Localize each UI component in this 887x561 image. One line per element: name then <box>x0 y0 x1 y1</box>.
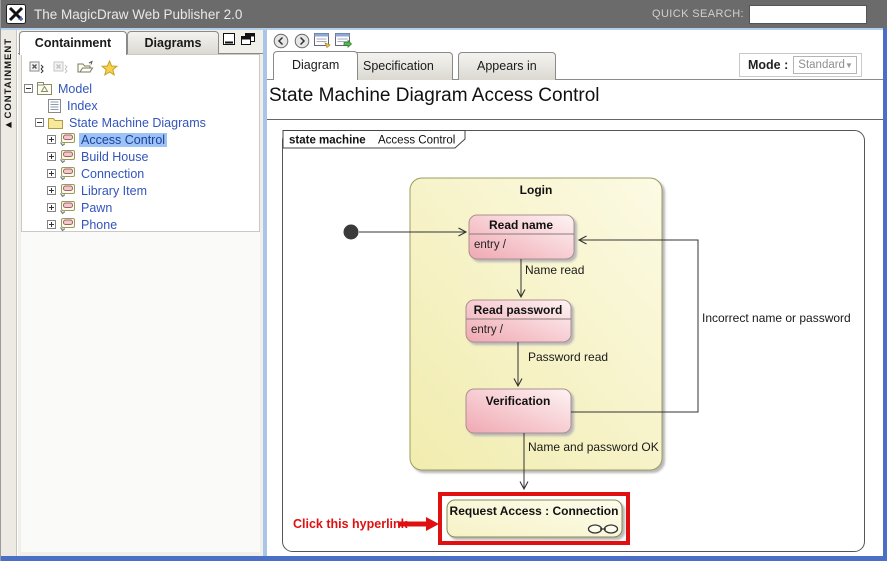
state-read-name: Read name entry / <box>468 214 575 260</box>
main-content: Diagram Specification Appears in Mode : … <box>267 30 884 556</box>
submachine-icon <box>587 524 619 534</box>
diagram-canvas: state machine Access Control Login Read … <box>281 124 873 561</box>
frame-name-pentagon <box>282 130 466 149</box>
tab-appears-in[interactable]: Appears in <box>458 52 556 80</box>
back-button[interactable] <box>272 32 289 49</box>
window-frame-bottom <box>1 556 887 561</box>
svg-text:Request Access : Connection: Request Access : Connection <box>450 504 619 518</box>
collapse-selected-button[interactable] <box>52 59 70 77</box>
tree-toolbar <box>22 55 259 79</box>
state-machine-diagram-icon <box>60 200 75 215</box>
collapse-toggle-icon[interactable] <box>24 84 33 93</box>
mode-dropdown[interactable]: Standard ▼ <box>793 56 858 74</box>
initial-state <box>343 224 359 240</box>
main-tab-row: Diagram Specification Appears in Mode : … <box>267 49 884 80</box>
chevron-down-icon: ▼ <box>844 60 853 70</box>
state-request-access-hyperlink[interactable]: Request Access : Connection <box>446 499 623 538</box>
tree-item-index[interactable]: Index <box>22 97 259 114</box>
package-icon <box>37 82 52 95</box>
transition-label-incorrect: Incorrect name or password <box>702 311 851 325</box>
tree-item-pawn[interactable]: Pawn <box>22 199 259 216</box>
collapse-sidebar-icon[interactable]: ◀ <box>5 120 12 130</box>
red-highlight-box <box>438 492 630 545</box>
page-title: State Machine Diagram Access Control <box>269 85 600 106</box>
folder-icon <box>48 117 63 129</box>
tree-item-state-machine-diagrams[interactable]: State Machine Diagrams <box>22 114 259 131</box>
svg-text:entry /: entry / <box>471 324 504 336</box>
state-machine-diagram-icon <box>60 132 75 147</box>
containment-tree: Model Index <box>22 79 259 233</box>
state-machine-diagram-icon <box>60 183 75 198</box>
tree-item-build-house[interactable]: Build House <box>22 148 259 165</box>
float-panel-icon[interactable] <box>241 33 255 45</box>
minimize-panel-icon[interactable] <box>223 33 235 45</box>
expand-toggle-icon[interactable] <box>47 152 56 161</box>
quick-search-input[interactable] <box>749 4 867 24</box>
selected-tree-label: Access Control <box>79 132 168 147</box>
title-bar: The MagicDraw Web Publisher 2.0 QUICK SE… <box>1 0 887 28</box>
tab-containment[interactable]: Containment <box>19 31 127 55</box>
window-frame-right <box>883 28 887 561</box>
tree-item-access-control[interactable]: Access Control <box>22 131 259 148</box>
state-machine-diagram-icon <box>60 149 75 164</box>
transition-incorrect <box>571 235 699 413</box>
expand-toggle-icon[interactable] <box>47 220 56 229</box>
topbar-separator <box>1 28 887 30</box>
app-title: The MagicDraw Web Publisher 2.0 <box>34 6 243 22</box>
svg-text:Read name: Read name <box>489 218 553 232</box>
containment-vertical-label: CONTAINMENT <box>3 38 14 119</box>
collapse-all-button[interactable] <box>28 59 46 77</box>
sidebar: Containment Diagrams <box>18 30 263 556</box>
containment-tree-panel: Model Index <box>21 54 260 232</box>
tab-specification[interactable]: Specification <box>344 52 453 80</box>
panel-splitter[interactable] <box>263 30 267 556</box>
mode-control: Mode : Standard ▼ <box>739 53 862 77</box>
transition-label-password-read: Password read <box>528 350 608 364</box>
expand-toggle-icon[interactable] <box>47 203 56 212</box>
favorites-star-button[interactable] <box>100 59 118 77</box>
tab-diagrams[interactable]: Diagrams <box>127 31 219 54</box>
state-verification: Verification <box>465 388 572 434</box>
red-arrow-icon <box>398 517 439 531</box>
click-hyperlink-note: Click this hyperlink <box>293 517 408 531</box>
svg-text:Read password: Read password <box>474 303 563 317</box>
expand-toggle-icon[interactable] <box>47 169 56 178</box>
open-folder-button[interactable] <box>76 59 94 77</box>
collapse-toggle-icon[interactable] <box>35 118 44 127</box>
svg-text:Verification: Verification <box>486 394 551 408</box>
state-read-password: Read password entry / <box>465 299 572 343</box>
forward-button[interactable] <box>293 32 310 49</box>
magicdraw-logo-icon <box>6 4 26 24</box>
tree-item-phone[interactable]: Phone <box>22 216 259 233</box>
navigation-toolbar <box>272 32 352 49</box>
sidebar-empty-area <box>21 232 260 552</box>
open-in-new-window-icon[interactable] <box>335 32 352 49</box>
svg-text:entry /: entry / <box>474 239 507 251</box>
quick-search-label: QUICK SEARCH: <box>652 8 744 20</box>
mode-label: Mode : <box>748 58 789 72</box>
state-login-title: Login <box>520 183 553 197</box>
expand-toggle-icon[interactable] <box>47 186 56 195</box>
tree-item-connection[interactable]: Connection <box>22 165 259 182</box>
title-rule <box>267 119 884 120</box>
transition-label-name-read: Name read <box>525 263 584 277</box>
frame-name: Access Control <box>378 135 455 147</box>
transition-label-ok: Name and password OK <box>528 440 659 454</box>
frame-keyword: state machine <box>289 135 366 147</box>
tree-item-model[interactable]: Model <box>22 80 259 97</box>
containment-vertical-tab[interactable]: CONTAINMENT ◀ <box>1 30 17 556</box>
state-machine-diagram-icon <box>60 217 75 232</box>
tab-diagram[interactable]: Diagram <box>273 51 359 80</box>
state-machine-diagram-icon <box>60 166 75 181</box>
specification-dialog-icon[interactable] <box>314 32 331 49</box>
sidebar-tab-row: Containment Diagrams <box>18 30 263 55</box>
tree-item-library-item[interactable]: Library Item <box>22 182 259 199</box>
index-icon <box>48 98 61 113</box>
expand-toggle-icon[interactable] <box>47 135 56 144</box>
